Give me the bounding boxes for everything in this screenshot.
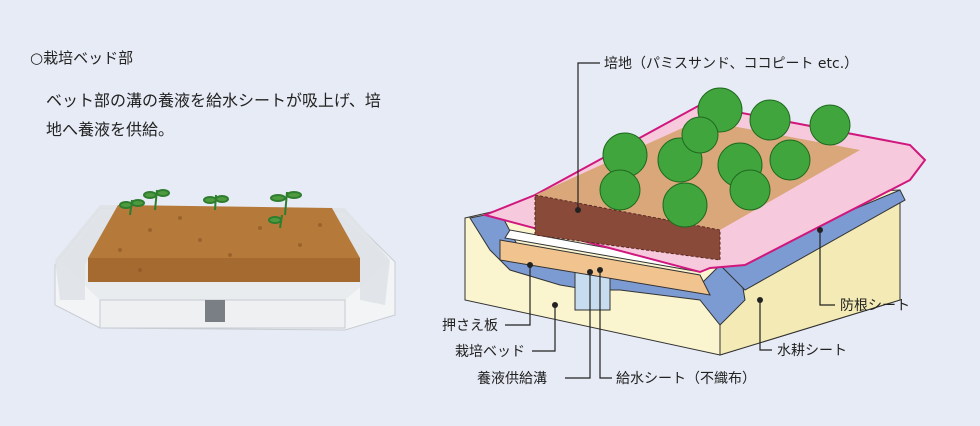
label-waterproof-sheet: 水耕シート — [777, 342, 847, 359]
section-title: ○栽培ベッド部 — [30, 49, 134, 67]
label-nutrient-channel: 養液供給溝 — [477, 370, 547, 387]
label-bed: 栽培ベッド — [455, 344, 525, 360]
label-feed-sheet: 給水シート（不織布） — [616, 371, 756, 387]
leader-lines — [505, 62, 835, 379]
press-plate — [499, 239, 711, 296]
lettuce-plants — [599, 87, 851, 228]
label-root-sheet: 防根シート — [840, 298, 910, 314]
label-press-plate: 押さえ板 — [442, 318, 498, 334]
description-line-2: 地へ養液を供給。 — [46, 120, 175, 139]
photo-bed-illustration — [54, 189, 396, 331]
description-line-1: ベット部の溝の養液を給水シートが吸上げ、培 — [46, 91, 381, 110]
label-medium: 培地（パミスサンド、ココピート etc.） — [604, 56, 858, 72]
